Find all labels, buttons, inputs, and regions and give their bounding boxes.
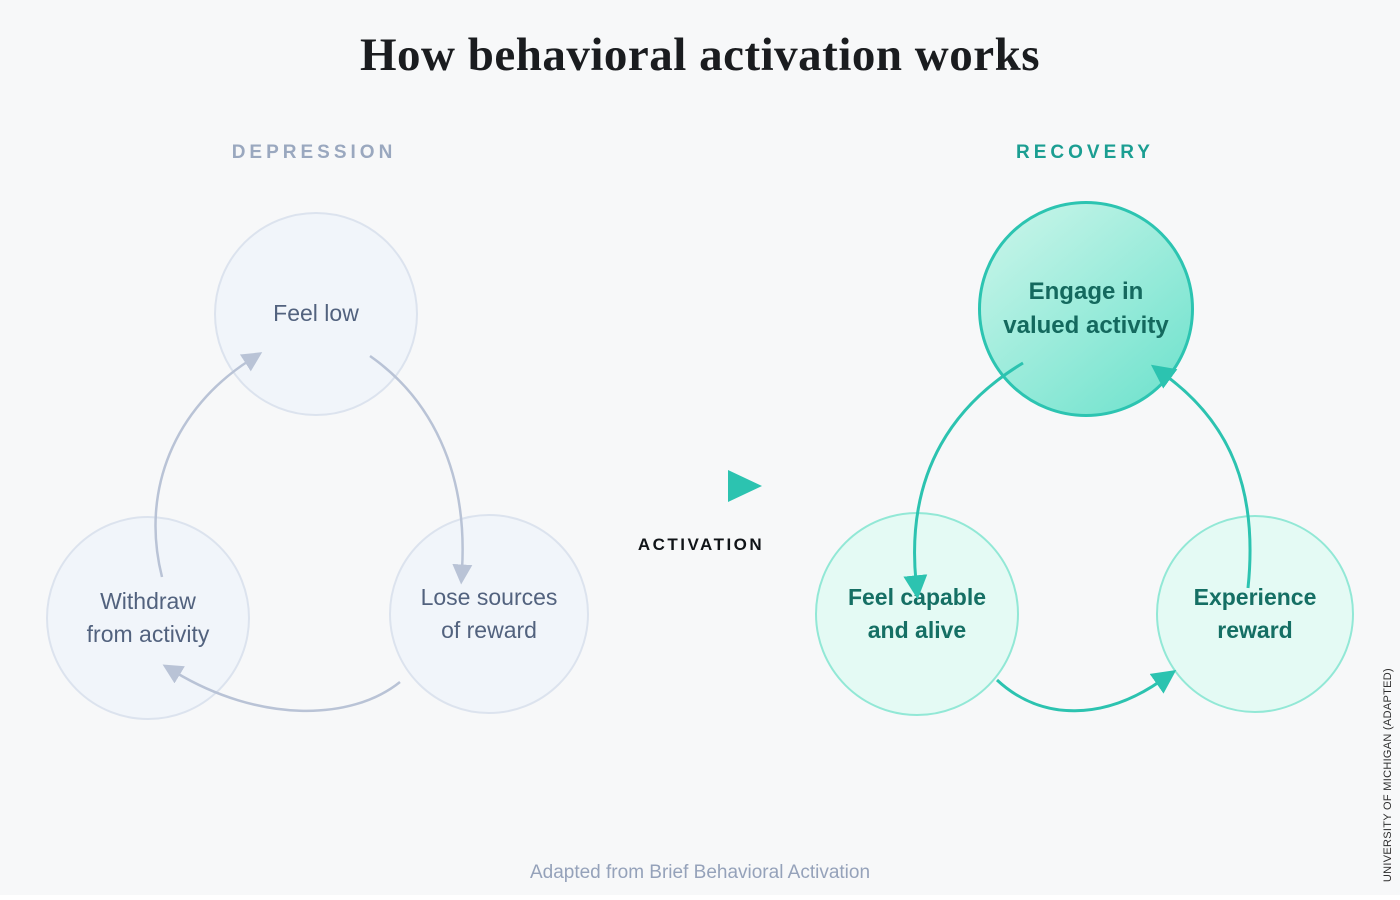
node-label-line: of reward [441, 617, 537, 643]
node-label: Engage in valued activity [1003, 275, 1168, 342]
credit-vertical-text: UNIVERSITY OF MICHIGAN (ADAPTED) [1382, 667, 1394, 882]
play-triangle-right-icon [728, 470, 762, 502]
node-label-line: Feel capable [847, 583, 987, 610]
page-title: How behavioral activation works [359, 29, 1041, 81]
node-label: Feel capable and alive [848, 581, 986, 648]
node-label: Withdraw from activity [87, 585, 210, 652]
node-experience-reward: Experience reward [1156, 515, 1354, 713]
node-label-line: valued activity [1003, 312, 1169, 339]
recovery-cycle-label: RECOVERY [1016, 142, 1154, 163]
node-label-line: Withdraw [100, 587, 196, 614]
activation-label: ACTIVATION [637, 535, 765, 554]
node-label: Experience reward [1194, 581, 1317, 648]
node-label-line: Feel low [273, 300, 359, 327]
arrow-feel-capable-to-experience-icon [995, 670, 1177, 713]
node-label-line: and alive [867, 617, 967, 643]
depression-cycle-label: DEPRESSION [231, 142, 397, 163]
node-label-line: reward [1217, 617, 1293, 643]
bottom-edge-strip [0, 895, 1400, 900]
node-withdraw-from-activity: Withdraw from activity [46, 516, 250, 720]
node-label: Lose sources of reward [421, 581, 558, 648]
node-label-line: from activity [86, 621, 210, 647]
node-engage-in-valued-activity: Engage in valued activity [978, 201, 1194, 417]
node-label-line: Experience [1193, 583, 1317, 610]
node-label-line: Lose sources [420, 583, 558, 610]
node-label-line: Engage in [1028, 278, 1144, 306]
node-label: Feel low [273, 297, 359, 330]
source-caption: Adapted from Brief Behavioral Activation [529, 862, 871, 883]
node-feel-low: Feel low [214, 212, 418, 416]
